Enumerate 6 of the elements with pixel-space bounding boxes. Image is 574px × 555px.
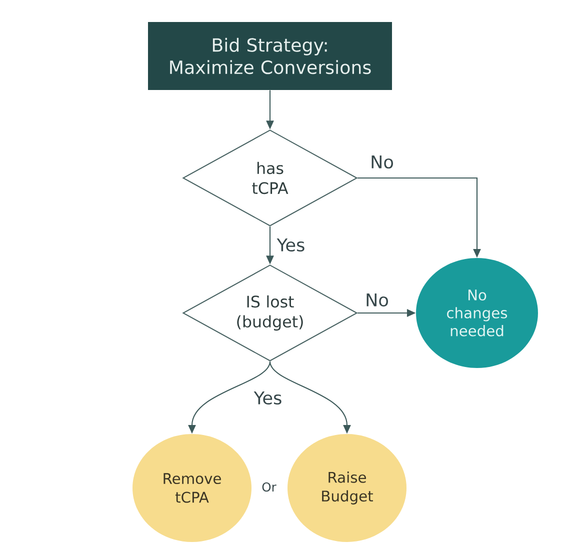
text-label: Or <box>262 482 276 492</box>
edge-label: No <box>368 154 396 170</box>
edge-label: No <box>364 292 390 308</box>
header-box: Bid Strategy: Maximize Conversions <box>148 22 392 90</box>
edge-label: Yes <box>276 237 306 253</box>
edge-label: Yes <box>252 390 284 406</box>
